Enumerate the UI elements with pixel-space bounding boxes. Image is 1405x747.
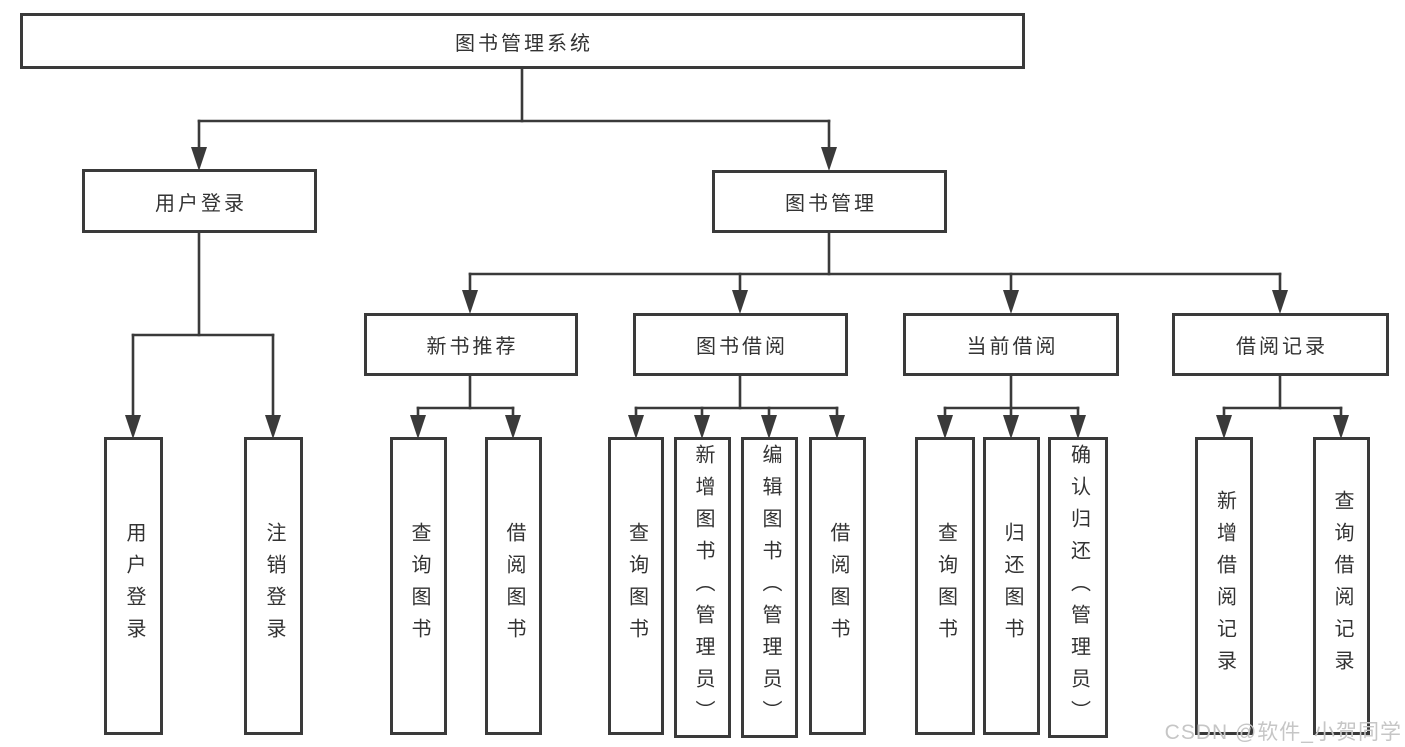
leaf-add-borrow-record: 新增借阅记录 — [1195, 437, 1253, 735]
node-user-login: 用户登录 — [82, 169, 317, 233]
leaf-borrow-books-recommend: 借阅图书 — [485, 437, 542, 735]
arrowhead — [265, 415, 281, 439]
arrowhead — [732, 290, 748, 314]
leaf-query-books-recommend: 查询图书 — [390, 437, 447, 735]
leaf-label: 新增借阅记录 — [1213, 490, 1236, 682]
arrowhead — [628, 415, 644, 439]
arrowhead — [829, 415, 845, 439]
node-book-borrowing: 图书借阅 — [633, 313, 848, 376]
leaf-label: 借阅图书 — [503, 522, 525, 650]
arrowhead — [1003, 415, 1019, 439]
leaf-return-books: 归还图书 — [983, 437, 1040, 735]
leaf-label: 查询图书 — [934, 522, 957, 650]
node-root: 图书管理系统 — [20, 13, 1025, 69]
leaf-label: 查询图书 — [408, 522, 430, 650]
leaf-edit-book-admin: 编辑图书（管理员） — [741, 437, 798, 738]
leaf-label: 编辑图书（管理员） — [759, 443, 781, 732]
arrowhead — [937, 415, 953, 439]
arrowhead — [1272, 290, 1288, 314]
leaf-query-borrow-record: 查询借阅记录 — [1313, 437, 1370, 735]
leaf-label: 借阅图书 — [827, 522, 849, 650]
arrowhead — [761, 415, 777, 439]
arrowhead — [1003, 290, 1019, 314]
arrowhead — [694, 415, 710, 439]
node-book-management: 图书管理 — [712, 170, 947, 233]
leaf-label: 查询图书 — [625, 522, 648, 650]
arrowhead — [505, 415, 521, 439]
leaf-query-books-borrowing: 查询图书 — [608, 437, 664, 735]
arrowhead — [191, 147, 207, 171]
leaf-user-login: 用户登录 — [104, 437, 163, 735]
arrowhead — [125, 415, 141, 439]
leaf-label: 注销登录 — [263, 522, 285, 650]
leaf-label: 用户登录 — [123, 522, 145, 650]
arrowhead — [1216, 415, 1232, 439]
arrowhead — [821, 147, 837, 171]
arrowhead — [1333, 415, 1349, 439]
arrowhead — [410, 415, 426, 439]
leaf-borrow-books-borrowing: 借阅图书 — [809, 437, 866, 735]
leaf-label: 查询借阅记录 — [1331, 490, 1353, 682]
leaf-confirm-return-admin: 确认归还（管理员） — [1048, 437, 1108, 738]
node-new-book-recommend: 新书推荐 — [364, 313, 578, 376]
leaf-label: 归还图书 — [1001, 522, 1023, 650]
arrowhead — [462, 290, 478, 314]
leaf-label: 新增图书（管理员） — [692, 443, 714, 732]
arrowhead — [1070, 415, 1086, 439]
leaf-logout: 注销登录 — [244, 437, 303, 735]
leaf-label: 确认归还（管理员） — [1067, 443, 1090, 732]
leaf-query-books-current: 查询图书 — [915, 437, 975, 735]
csdn-watermark: CSDN @软件_小贺同学 — [1164, 721, 1402, 744]
leaf-add-book-admin: 新增图书（管理员） — [674, 437, 731, 738]
node-borrowing-records: 借阅记录 — [1172, 313, 1389, 376]
node-current-borrowing: 当前借阅 — [903, 313, 1119, 376]
